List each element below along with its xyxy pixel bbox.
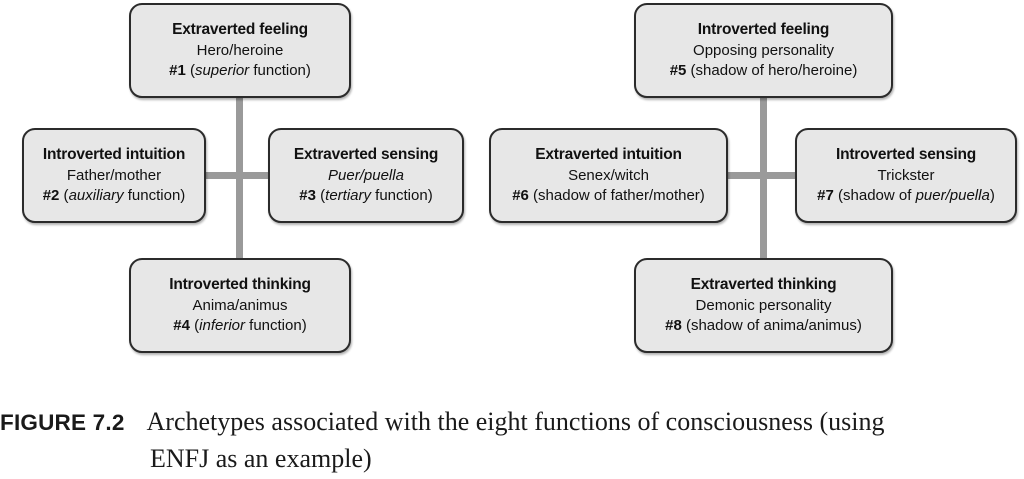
function-rank: #8 (shadow of anima/animus): [665, 316, 862, 336]
function-title: Introverted thinking: [169, 276, 311, 294]
function-rank-number: #8: [665, 316, 682, 334]
function-title: Introverted sensing: [835, 146, 977, 164]
function-rank-close: ): [989, 186, 995, 204]
function-rank-close: function): [123, 186, 186, 204]
figure-caption-text-1: Archetypes associated with the eight fun…: [146, 407, 885, 436]
function-rank-open: (shadow of hero/heroine): [686, 61, 858, 79]
function-rank-number: #2: [42, 186, 60, 204]
function-archetype: Senex/witch: [568, 166, 649, 184]
figure-caption-line-1: FIGURE 7.2 Archetypes associated with the…: [0, 404, 1024, 441]
function-rank: #4 (inferior function): [173, 316, 306, 336]
function-rank: #5 (shadow of hero/heroine): [670, 61, 858, 81]
function-rank-emphasis: auxiliary: [68, 186, 124, 204]
figure-caption: FIGURE 7.2 Archetypes associated with the…: [0, 404, 1024, 478]
function-rank-open: (shadow of anima/animus): [681, 316, 862, 334]
function-archetype: Anima/animus: [192, 296, 288, 314]
function-rank-number: #5: [669, 61, 687, 79]
function-box-7-introverted-sensing: Introverted sensing Trickster #7 (shadow…: [795, 128, 1017, 223]
function-rank-number: #7: [817, 186, 834, 204]
function-archetype: Hero/heroine: [196, 41, 284, 59]
function-rank-number: #3: [299, 186, 316, 204]
function-rank: #2 (auxiliary function): [43, 186, 186, 206]
function-rank-open: (: [189, 316, 200, 334]
connector-horizontal-right-cluster: [720, 172, 804, 179]
function-rank-emphasis: superior: [194, 61, 250, 79]
function-title: Introverted feeling: [697, 21, 830, 39]
function-rank-open: (: [315, 186, 326, 204]
function-rank-close: function): [245, 316, 307, 334]
function-rank-open: (: [59, 186, 69, 204]
function-rank-close: function): [371, 186, 433, 204]
function-rank-number: #1: [169, 61, 186, 79]
function-rank: #3 (tertiary function): [299, 186, 432, 206]
function-rank-emphasis: tertiary: [325, 186, 371, 204]
function-title: Extraverted thinking: [690, 276, 837, 294]
function-rank: #7 (shadow of puer/puella): [817, 186, 995, 206]
function-rank-emphasis: inferior: [199, 316, 245, 334]
function-title: Extraverted feeling: [172, 21, 308, 39]
function-box-4-introverted-thinking: Introverted thinking Anima/animus #4 (in…: [129, 258, 351, 353]
function-title: Introverted intuition: [42, 146, 186, 164]
archetype-function-diagram: Extraverted feeling Hero/heroine #1 (sup…: [22, 3, 1017, 353]
function-box-2-introverted-intuition: Introverted intuition Father/mother #2 (…: [22, 128, 206, 223]
function-title: Extraverted sensing: [293, 146, 439, 164]
function-rank-number: #6: [512, 186, 529, 204]
figure-label: FIGURE 7.2: [0, 410, 125, 435]
function-box-6-extraverted-intuition: Extraverted intuition Senex/witch #6 (sh…: [489, 128, 728, 223]
function-archetype: Puer/puella: [328, 166, 404, 184]
function-rank: #1 (superior function): [169, 61, 311, 81]
function-rank-emphasis: puer/puella: [915, 186, 990, 204]
function-rank-open: (: [185, 61, 195, 79]
function-box-3-extraverted-sensing: Extraverted sensing Puer/puella #3 (tert…: [268, 128, 464, 223]
function-title: Extraverted intuition: [535, 146, 682, 164]
function-archetype: Trickster: [877, 166, 935, 184]
function-box-8-extraverted-thinking: Extraverted thinking Demonic personality…: [634, 258, 893, 353]
function-rank-open: (shadow of father/mother): [528, 186, 705, 204]
function-rank-number: #4: [173, 316, 190, 334]
function-archetype: Opposing personality: [693, 41, 834, 59]
function-rank-close: function): [249, 61, 311, 79]
function-box-5-introverted-feeling: Introverted feeling Opposing personality…: [634, 3, 893, 98]
function-archetype: Father/mother: [66, 166, 162, 184]
function-archetype: Demonic personality: [695, 296, 832, 314]
function-rank: #6 (shadow of father/mother): [512, 186, 705, 206]
function-rank-open: (shadow of: [833, 186, 916, 204]
figure-caption-line-2: ENFJ as an example): [150, 443, 372, 473]
function-box-1-extraverted-feeling: Extraverted feeling Hero/heroine #1 (sup…: [129, 3, 351, 98]
connector-horizontal-left-cluster: [196, 172, 280, 179]
